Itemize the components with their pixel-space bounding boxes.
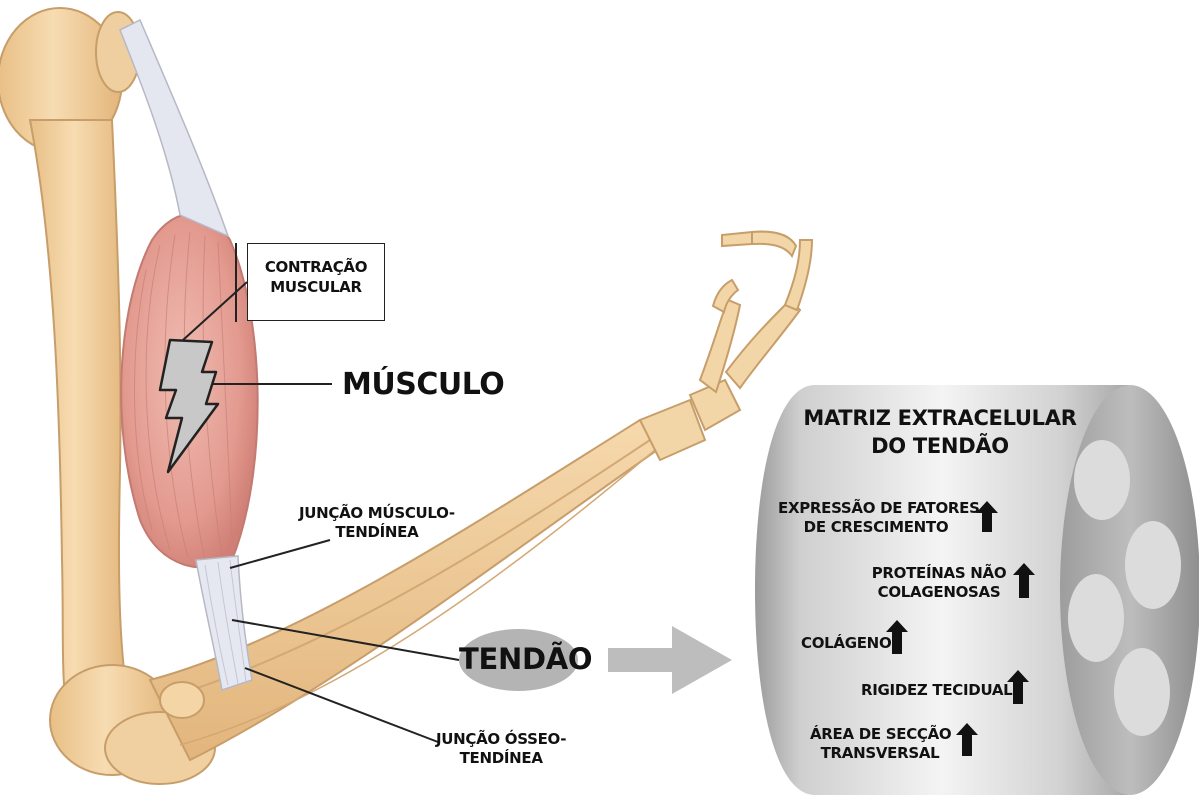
juncao-osseo-line-2: TENDÍNEA	[436, 749, 566, 768]
matrix-item-non-collagen-proteins: PROTEÍNAS NÃO COLAGENOSAS	[866, 564, 1012, 602]
contracao-label: CONTRAÇÃO MUSCULAR	[248, 258, 384, 297]
contracao-muscular-box: CONTRAÇÃO MUSCULAR	[247, 243, 385, 321]
juncao-musculo-line-2: TENDÍNEA	[299, 523, 455, 542]
contracao-line-1: CONTRAÇÃO	[248, 258, 384, 278]
musculo-label: MÚSCULO	[342, 366, 504, 404]
matrix-title-line-1: MATRIZ EXTRACELULAR	[800, 404, 1080, 432]
contracao-line-2: MUSCULAR	[248, 278, 384, 298]
proximal-tendon	[120, 20, 228, 236]
matrix-item-collagen: COLÁGENO	[801, 634, 891, 653]
juncao-musculo-line-1: JUNÇÃO MÚSCULO-	[299, 504, 455, 523]
matrix-item-cross-section: ÁREA DE SECÇÃO TRANSVERSAL	[810, 725, 950, 763]
juncao-osseo-tendinea-label: JUNÇÃO ÓSSEO- TENDÍNEA	[436, 730, 566, 768]
matrix-item-4-line-1: ÁREA DE SECÇÃO	[810, 725, 950, 744]
big-arrow-icon	[608, 626, 732, 694]
matrix-item-4-line-2: TRANSVERSAL	[810, 744, 950, 763]
matrix-item-1-line-2: COLAGENOSAS	[866, 583, 1012, 602]
tendao-label: TENDÃO	[459, 641, 578, 677]
tendao-oval: TENDÃO	[459, 629, 578, 691]
matrix-item-0-line-1: EXPRESSÃO DE FATORES	[778, 499, 974, 518]
matrix-item-1-line-1: PROTEÍNAS NÃO	[866, 564, 1012, 583]
matrix-item-0-line-2: DE CRESCIMENTO	[778, 518, 974, 537]
matrix-item-tissue-stiffness: RIGIDEZ TECIDUAL	[861, 681, 1012, 700]
juncao-musculo-tendinea-label: JUNÇÃO MÚSCULO- TENDÍNEA	[299, 504, 455, 542]
juncao-osseo-line-1: JUNÇÃO ÓSSEO-	[436, 730, 566, 749]
matrix-item-3-line-1: RIGIDEZ TECIDUAL	[861, 681, 1012, 700]
matrix-title: MATRIZ EXTRACELULAR DO TENDÃO	[800, 404, 1080, 461]
matrix-item-growth-factors: EXPRESSÃO DE FATORES DE CRESCIMENTO	[778, 499, 974, 537]
matrix-title-line-2: DO TENDÃO	[800, 432, 1080, 460]
matrix-item-2-line-1: COLÁGENO	[801, 634, 891, 653]
